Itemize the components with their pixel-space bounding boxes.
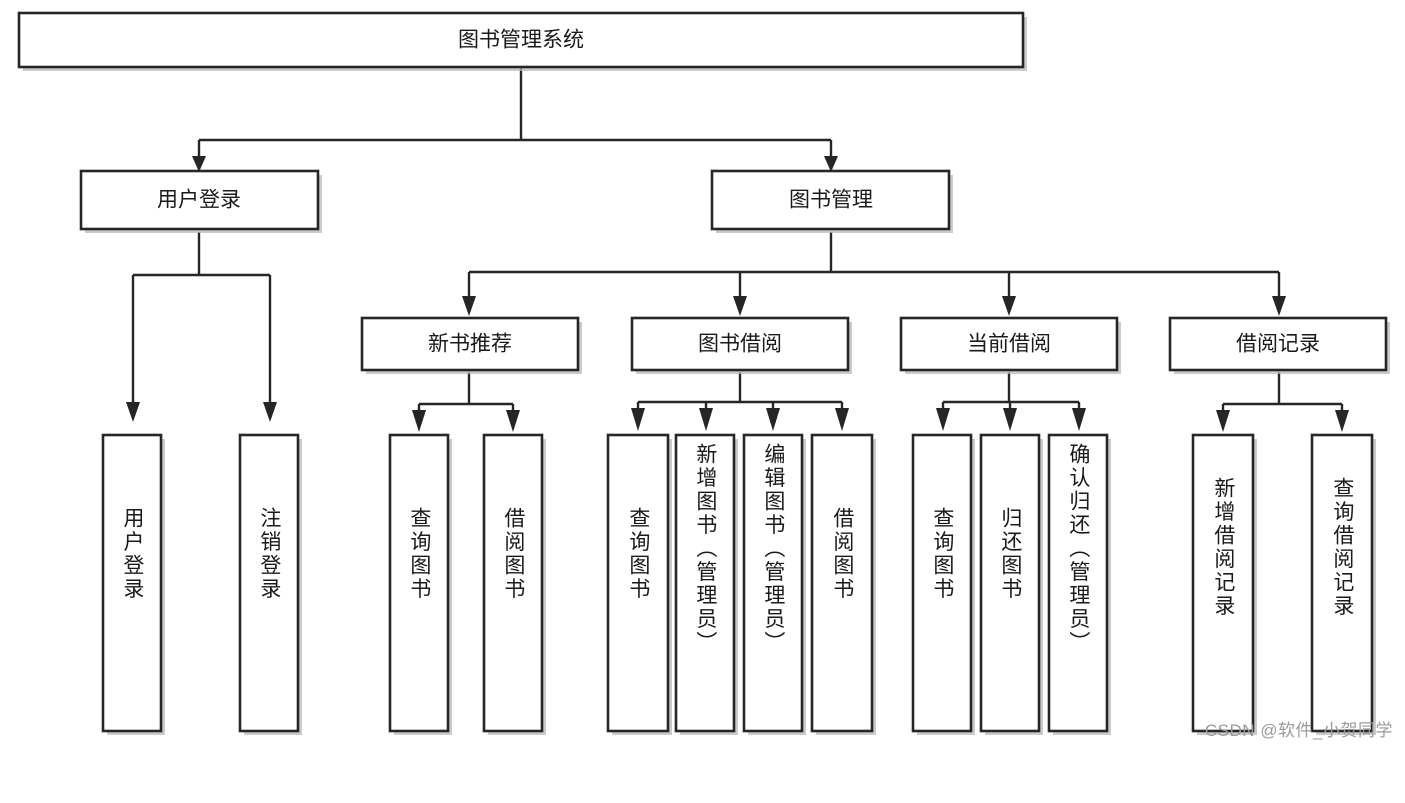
flowchart-canvas: 图书管理系统 用户登录 图书管理 新书推荐 图书借阅 当前借阅 借阅记录 <box>17 11 1393 740</box>
leaf-logout-box[interactable] <box>238 433 300 733</box>
arrow-to-leaf-borrow-book-1 <box>506 410 520 432</box>
leaf-nb-borrow-book-box[interactable] <box>482 433 544 733</box>
borrow-record-node-label: 借阅记录 <box>1236 333 1320 356</box>
arrow-to-leaf-logout <box>263 402 277 422</box>
current-borrow-node-box[interactable] <box>899 316 1119 372</box>
leaf-bb-edit-book-box[interactable] <box>742 433 804 733</box>
new-book-node-box[interactable] <box>360 316 580 372</box>
arrow-to-user-login <box>192 156 206 172</box>
root-node-label: 图书管理系统 <box>458 29 584 52</box>
arrow-to-leaf-edit-book <box>766 408 780 431</box>
arrow-to-leaf-user-login <box>126 402 140 422</box>
book-manage-node-box[interactable] <box>710 169 951 231</box>
arrow-to-leaf-add-record <box>1216 410 1230 432</box>
borrow-record-node-box[interactable] <box>1168 316 1388 372</box>
leaf-cb-query-book-box[interactable] <box>911 433 973 733</box>
leaf-user-login-box[interactable] <box>101 433 163 733</box>
leaf-bb-query-book-box[interactable] <box>606 433 670 733</box>
root-node-box[interactable] <box>17 11 1025 69</box>
leaf-br-query-record-box[interactable] <box>1310 433 1374 733</box>
arrow-to-book-borrow <box>733 296 747 316</box>
arrow-to-leaf-return-book <box>1003 408 1017 431</box>
arrow-to-leaf-confirm-return <box>1072 408 1086 431</box>
leaf-bb-borrow-book-box[interactable] <box>810 433 874 733</box>
book-manage-node-label: 图书管理 <box>789 189 873 212</box>
arrow-to-leaf-add-book <box>699 408 713 431</box>
arrow-to-leaf-query-book-3 <box>936 408 950 431</box>
edges-layer <box>126 68 1349 432</box>
arrow-to-current-borrow <box>1002 296 1016 316</box>
arrow-to-leaf-borrow-book-2 <box>835 408 849 431</box>
user-login-node-label: 用户登录 <box>157 189 241 212</box>
leaf-bb-add-book-box[interactable] <box>674 433 736 733</box>
nodes-layer: 图书管理系统 用户登录 图书管理 新书推荐 图书借阅 当前借阅 借阅记录 <box>17 11 1390 735</box>
book-borrow-node-box[interactable] <box>630 316 850 372</box>
flowchart-svg: 图书管理系统 用户登录 图书管理 新书推荐 图书借阅 当前借阅 借阅记录 <box>17 11 1390 735</box>
arrow-to-book-manage <box>824 156 838 172</box>
arrow-to-leaf-query-book-2 <box>631 408 645 431</box>
arrow-to-leaf-query-book-1 <box>412 410 426 432</box>
leaf-nb-query-book-box[interactable] <box>388 433 450 733</box>
leaf-cb-return-book-box[interactable] <box>979 433 1041 733</box>
arrow-to-borrow-record <box>1272 296 1286 316</box>
leaf-cb-confirm-return-box[interactable] <box>1047 433 1109 733</box>
csdn-watermark: CSDN @软件_小贺同学 <box>1204 721 1393 740</box>
arrow-to-new-book <box>462 296 476 316</box>
new-book-node-label: 新书推荐 <box>428 333 512 356</box>
arrow-to-leaf-query-record <box>1335 410 1349 432</box>
leaf-br-add-record-box[interactable] <box>1191 433 1255 733</box>
current-borrow-node-label: 当前借阅 <box>967 333 1051 356</box>
book-borrow-node-label: 图书借阅 <box>698 333 782 356</box>
user-login-node-box[interactable] <box>79 169 320 231</box>
